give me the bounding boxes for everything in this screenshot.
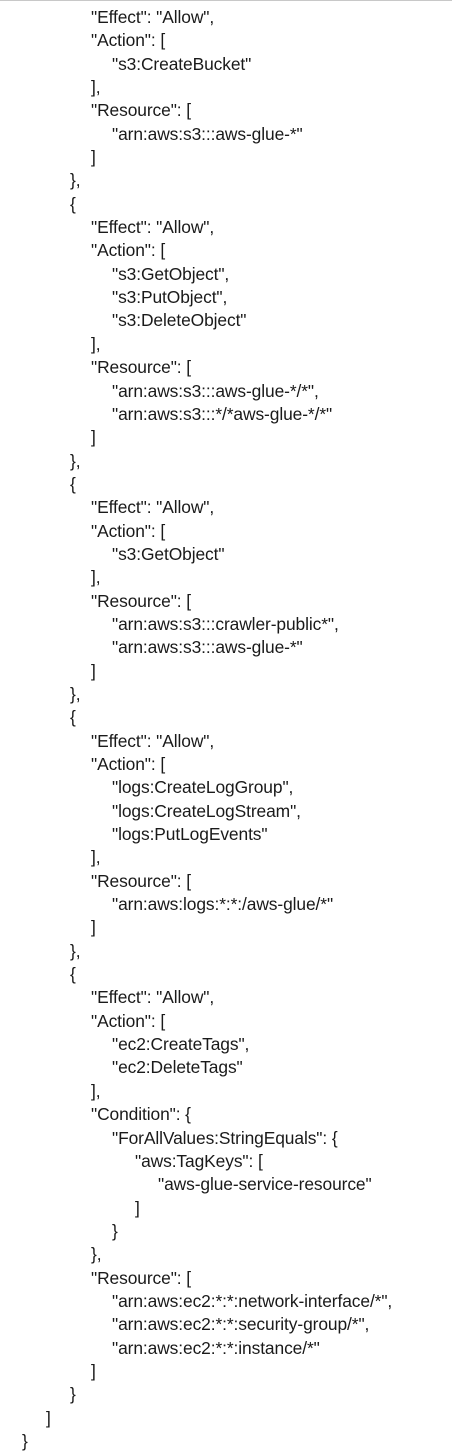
code-line: "Resource": [ — [91, 100, 191, 121]
code-line: "ec2:CreateTags", — [112, 1034, 250, 1055]
code-line: "s3:CreateBucket" — [112, 53, 252, 74]
code-line: "Effect": "Allow", — [91, 730, 215, 751]
code-line: "ec2:DeleteTags" — [112, 1057, 243, 1078]
code-line: ], — [91, 1080, 101, 1101]
code-line: ] — [46, 1407, 51, 1428]
code-line: }, — [91, 1244, 102, 1265]
code-line: "Condition": { — [91, 1104, 191, 1125]
code-line: "arn:aws:s3:::aws-glue-*/*", — [112, 380, 319, 401]
code-line: ] — [135, 1197, 140, 1218]
code-line: "Resource": [ — [91, 1267, 191, 1288]
code-line: "s3:GetObject", — [112, 263, 230, 284]
code-line: } — [22, 1430, 28, 1451]
code-line: "arn:aws:logs:*:*:/aws-glue/*" — [112, 894, 334, 915]
code-line: "ForAllValues:StringEquals": { — [112, 1127, 338, 1148]
code-line: "Action": [ — [91, 240, 166, 261]
code-line: "s3:PutObject", — [112, 287, 228, 308]
code-line: "logs:PutLogEvents" — [112, 824, 268, 845]
code-line: "Action": [ — [91, 520, 166, 541]
code-line: "arn:aws:s3:::crawler-public*", — [112, 613, 339, 634]
top-divider — [0, 0, 452, 1]
code-line: }, — [70, 940, 81, 961]
code-line: "logs:CreateLogStream", — [112, 800, 301, 821]
code-line: }, — [70, 450, 81, 471]
code-line: "Action": [ — [91, 30, 166, 51]
code-line: "Action": [ — [91, 1010, 166, 1031]
code-block: "Effect": "Allow","Action": ["s3:CreateB… — [0, 6, 452, 1453]
code-line: }, — [70, 170, 81, 191]
code-line: "arn:aws:s3:::*/*aws-glue-*/*" — [112, 403, 333, 424]
code-line: "s3:DeleteObject" — [112, 310, 247, 331]
code-line: "arn:aws:s3:::aws-glue-*" — [112, 637, 303, 658]
code-line: "arn:aws:ec2:*:*:instance/*" — [112, 1337, 320, 1358]
code-line: "Effect": "Allow", — [91, 217, 215, 238]
code-line: "arn:aws:s3:::aws-glue-*" — [112, 123, 303, 144]
code-line: "Resource": [ — [91, 870, 191, 891]
code-line: }, — [70, 683, 81, 704]
code-line: "Resource": [ — [91, 357, 191, 378]
code-line: ], — [91, 567, 101, 588]
code-line: { — [70, 473, 76, 494]
code-line: ] — [91, 147, 96, 168]
code-line: "Effect": "Allow", — [91, 7, 215, 27]
code-line: { — [70, 707, 76, 728]
code-line: "logs:CreateLogGroup", — [112, 777, 294, 798]
code-line: "Effect": "Allow", — [91, 987, 215, 1008]
code-line: "Action": [ — [91, 754, 166, 774]
code-line: "s3:GetObject" — [112, 543, 225, 564]
code-line: } — [70, 1384, 76, 1405]
code-line: ] — [91, 427, 96, 448]
code-line: { — [70, 193, 76, 214]
code-line: } — [112, 1220, 118, 1241]
code-line: "arn:aws:ec2:*:*:network-interface/*", — [112, 1290, 393, 1311]
code-line: "aws:TagKeys": [ — [135, 1150, 263, 1171]
code-line: { — [70, 964, 76, 985]
code-line: ], — [91, 333, 101, 354]
code-line: ], — [91, 847, 101, 868]
code-line: ] — [91, 660, 96, 681]
code-line: "Effect": "Allow", — [91, 497, 215, 518]
code-line: ], — [91, 77, 101, 98]
code-line: "aws-glue-service-resource" — [158, 1174, 372, 1195]
code-line: "arn:aws:ec2:*:*:security-group/*", — [112, 1314, 370, 1335]
code-line: "Resource": [ — [91, 590, 191, 611]
code-line: ] — [91, 1360, 96, 1381]
code-line: ] — [91, 917, 96, 938]
